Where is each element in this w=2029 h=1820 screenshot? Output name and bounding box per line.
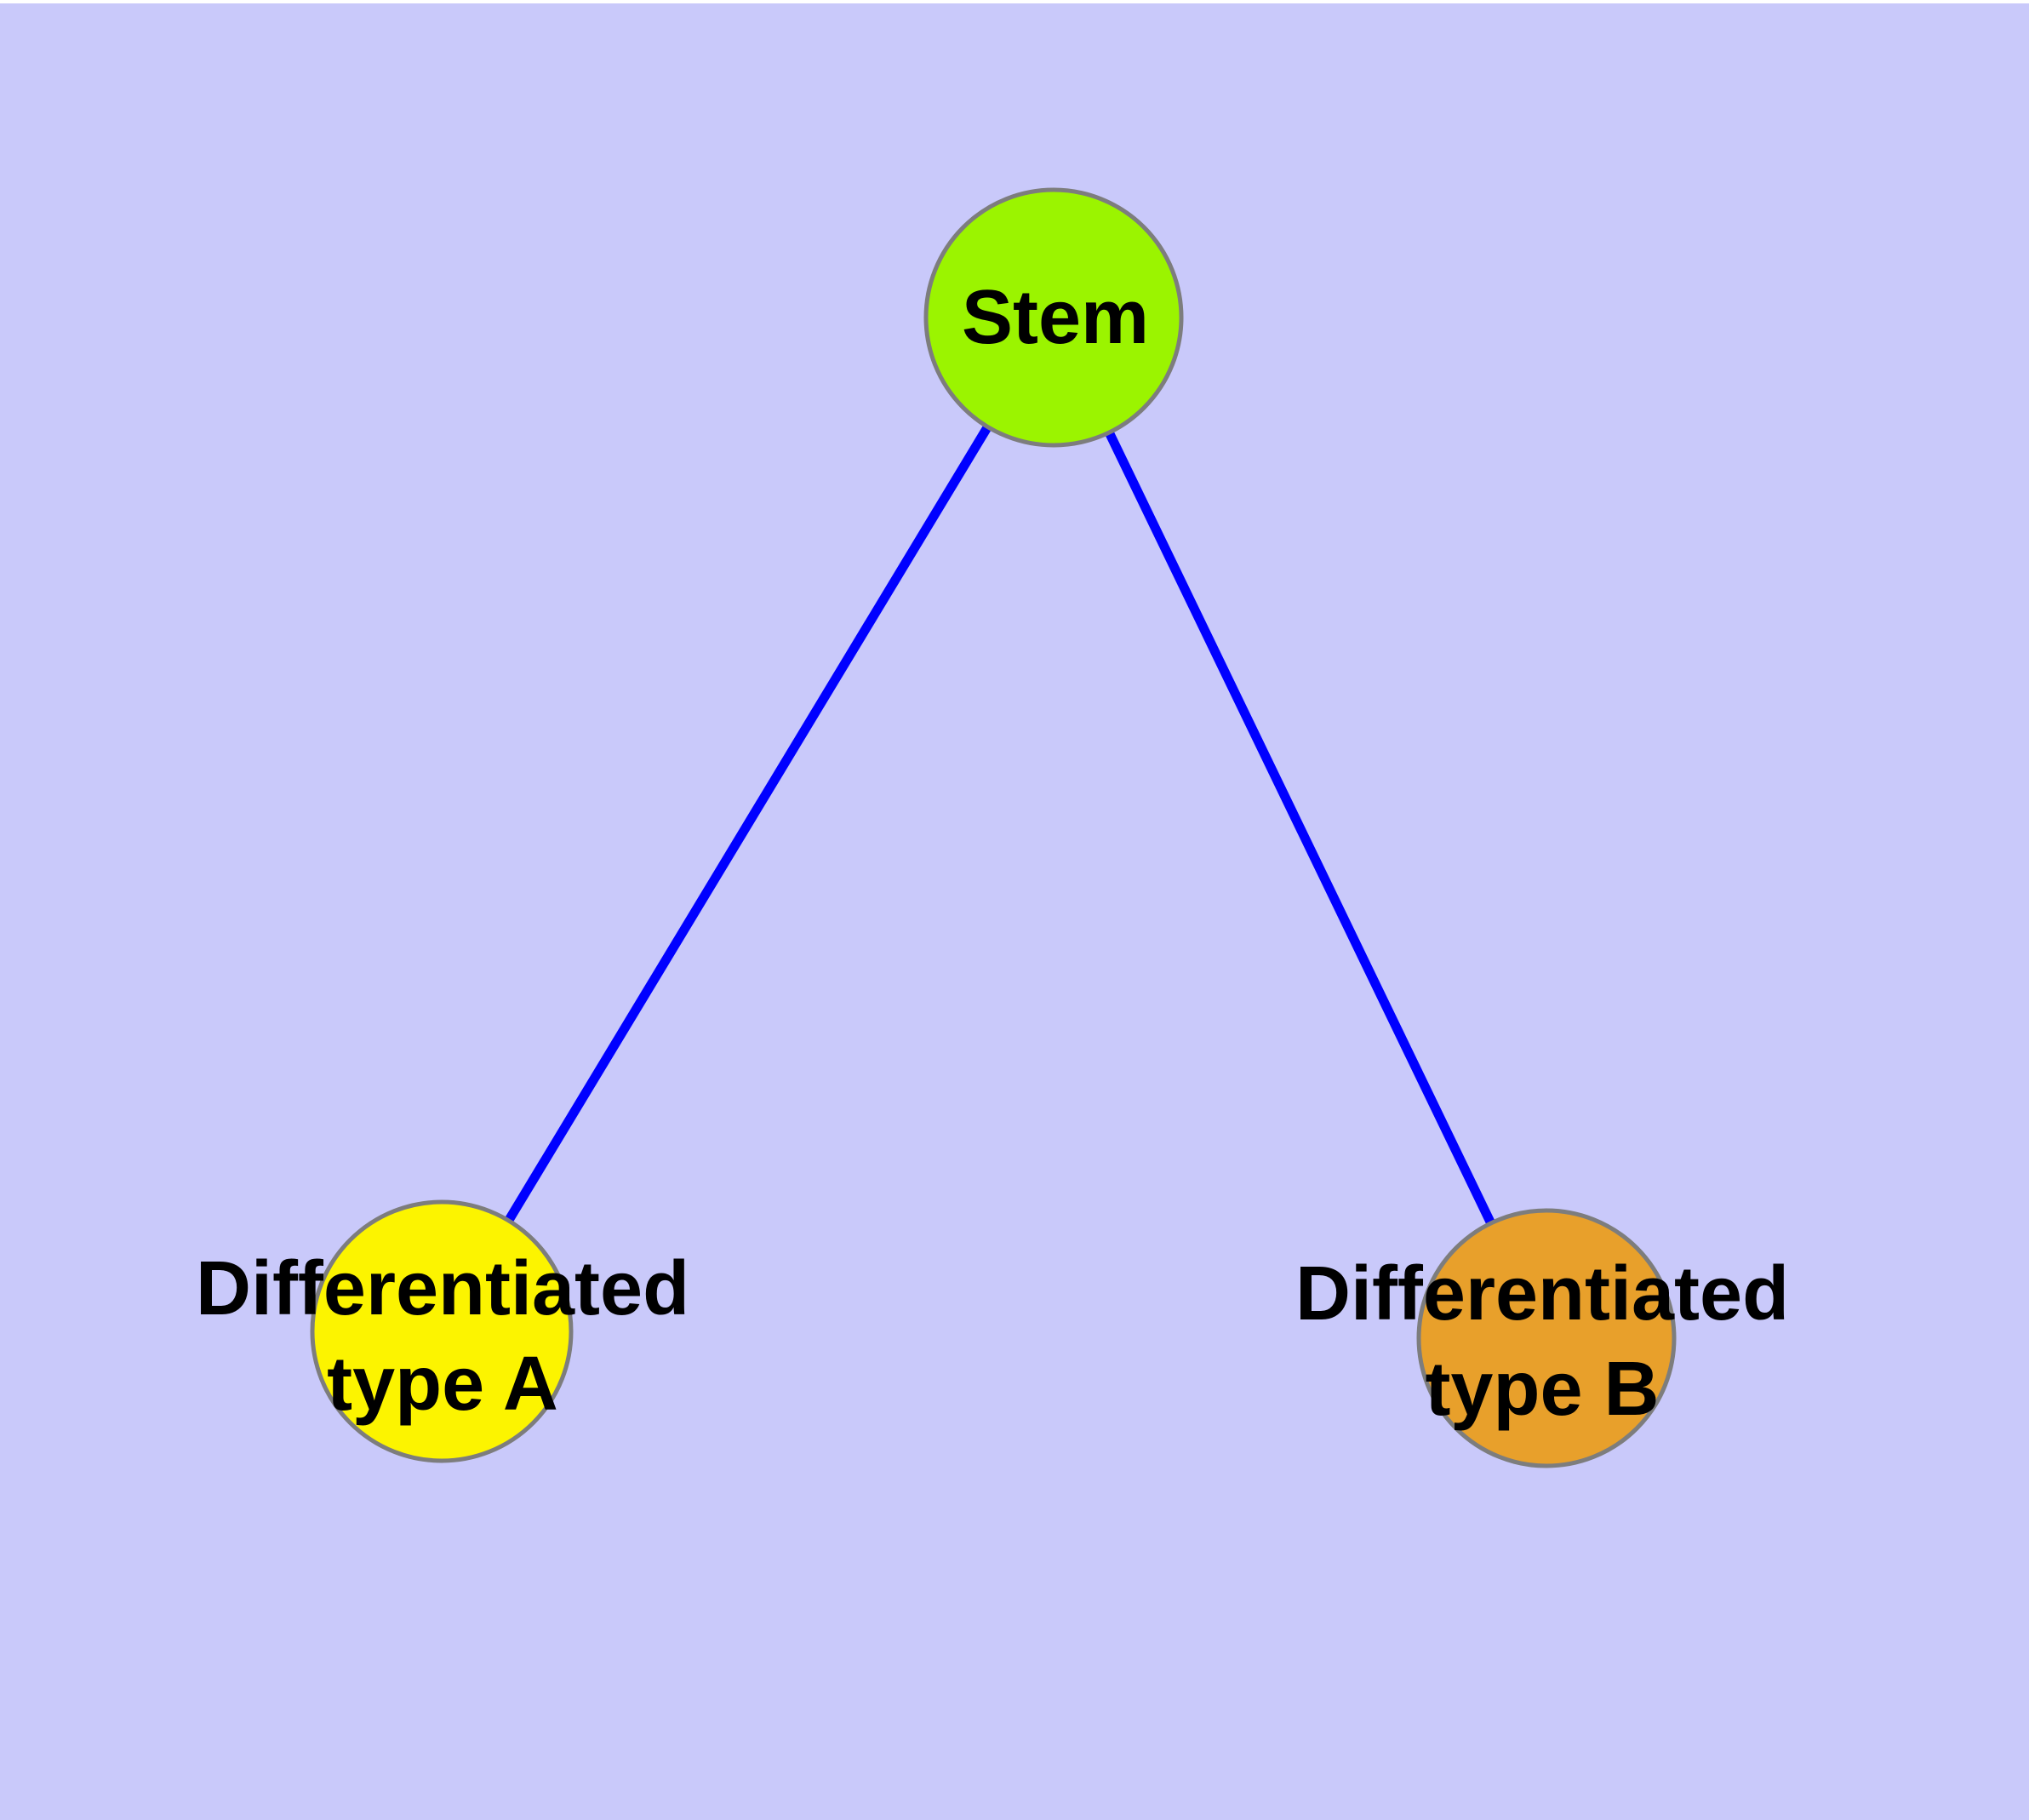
diagram-graphics xyxy=(310,187,1677,1468)
edge-stem-to-type-a xyxy=(437,315,1058,1334)
node-type-b-circle xyxy=(1416,1208,1677,1468)
node-stem-circle xyxy=(923,187,1184,448)
node-type-a-circle xyxy=(310,1199,574,1463)
edge-stem-to-type-b xyxy=(1049,315,1551,1341)
diagram-canvas: Stem Differentiated type A Differentiate… xyxy=(0,3,2029,1820)
